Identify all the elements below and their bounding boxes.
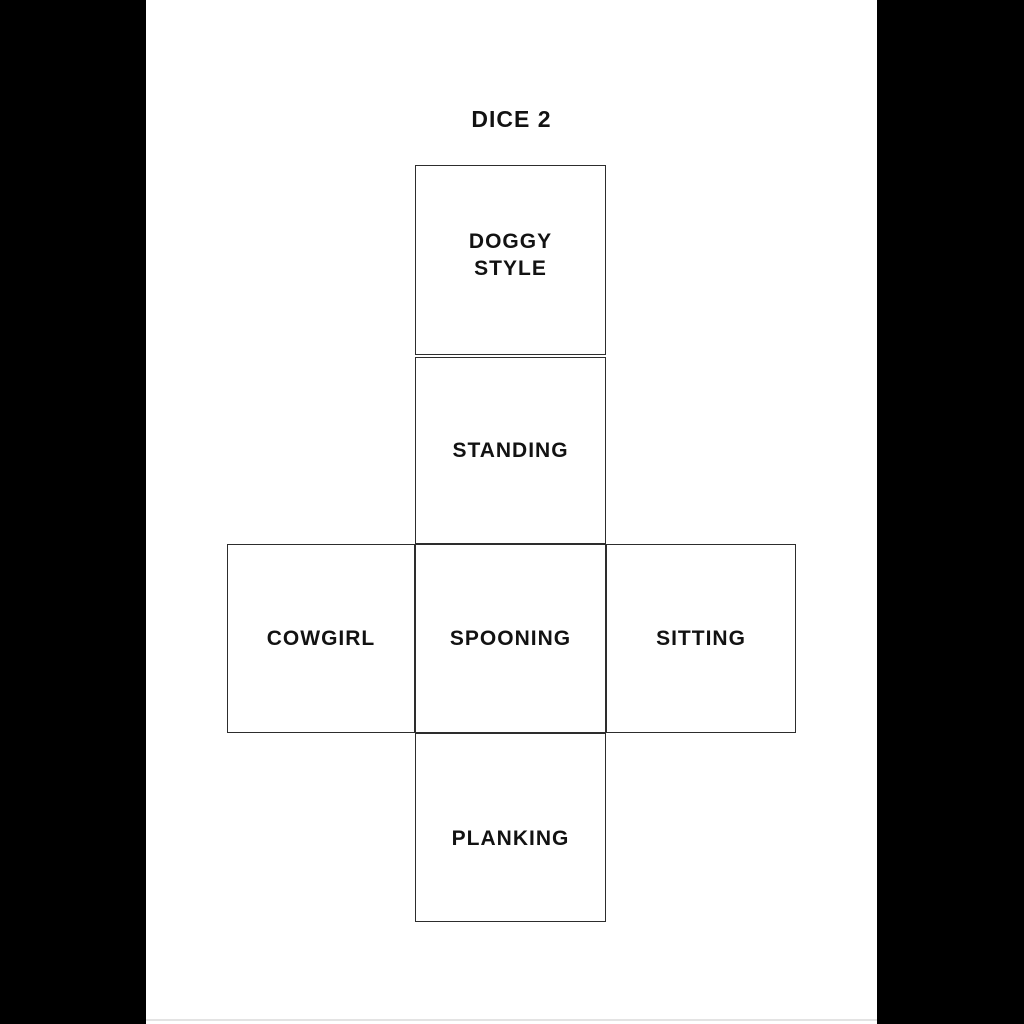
dice-face-doggy-style: DOGGY STYLE — [415, 165, 606, 355]
dice-face-label: SITTING — [656, 627, 746, 650]
paper-page: DICE 2 DOGGY STYLE STANDING COWGIRL SPOO… — [146, 0, 877, 1024]
dice-face-label: STANDING — [452, 439, 569, 462]
page-title: DICE 2 — [471, 106, 552, 132]
dice-face-label: COWGIRL — [266, 627, 376, 650]
dice-face-sitting: SITTING — [606, 544, 796, 733]
dice-face-label: DOGGY STYLE — [468, 230, 553, 280]
dice-face-standing: STANDING — [415, 357, 606, 544]
dice-face-spooning: SPOONING — [415, 544, 606, 733]
dice-face-cowgirl: COWGIRL — [227, 544, 415, 733]
dice-face-label: PLANKING — [451, 827, 570, 850]
paper-bottom-edge — [146, 1019, 877, 1021]
dice-face-label: SPOONING — [449, 627, 572, 650]
dice-face-planking: PLANKING — [415, 733, 606, 922]
